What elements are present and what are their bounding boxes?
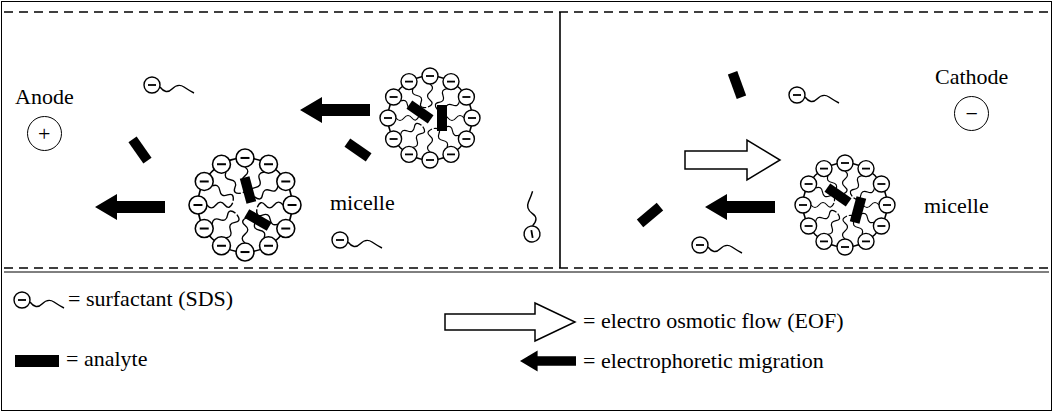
- micelle-symbol: [795, 155, 895, 255]
- legend-entry: = electrophoretic migration: [583, 348, 824, 374]
- legend-analyte-sample: [15, 355, 59, 367]
- eof-arrow: [685, 140, 780, 180]
- legend-text: = electrophoretic migration: [583, 348, 824, 374]
- legend-entry: = electro osmotic flow (EOF): [583, 308, 843, 334]
- electrode-name: Anode: [15, 84, 74, 110]
- analyte-symbol: [637, 203, 663, 227]
- electrode-sign-text: −: [965, 101, 977, 127]
- migration-arrow: [95, 194, 165, 220]
- capillary-wall: [4, 272, 1049, 273]
- surfactant-symbol: [692, 237, 742, 253]
- legend-entry: = analyte: [66, 346, 147, 372]
- legend-text: = surfactant (SDS): [68, 286, 233, 312]
- electrode-name: Cathode: [935, 64, 1008, 90]
- electrode-node: Anode +: [15, 84, 74, 151]
- surfactant-symbol: [789, 87, 839, 103]
- electrode-sign: +: [27, 116, 62, 151]
- divider-line: [559, 12, 561, 268]
- analyte-symbol: [128, 136, 151, 163]
- electrode-sign-text: +: [38, 121, 50, 147]
- legend-surfactant-sample: [14, 292, 64, 308]
- surfactant-symbol: [144, 77, 194, 93]
- micelle-label: micelle: [922, 193, 991, 219]
- micelle-symbol: [380, 68, 480, 168]
- capillary-wall: [4, 11, 1049, 13]
- analyte-symbol: [344, 138, 371, 161]
- surfactant-symbol: [517, 191, 541, 243]
- migration-arrow: [705, 194, 775, 220]
- micelle-symbol: [189, 149, 301, 261]
- legend-text: = electro osmotic flow (EOF): [583, 308, 843, 334]
- electrode-node: Cathode −: [935, 64, 1008, 131]
- migration-arrow: [300, 97, 370, 123]
- analyte-symbol: [728, 71, 746, 99]
- legend-text: = analyte: [66, 346, 147, 372]
- capillary-wall: [4, 267, 1049, 269]
- legend-migration-sample: [520, 351, 576, 372]
- micelle-label: micelle: [328, 190, 397, 216]
- legend-eof-sample: [445, 303, 575, 341]
- surfactant-symbol: [332, 232, 382, 248]
- electrode-sign: −: [954, 96, 989, 131]
- legend-entry: = surfactant (SDS): [68, 286, 233, 312]
